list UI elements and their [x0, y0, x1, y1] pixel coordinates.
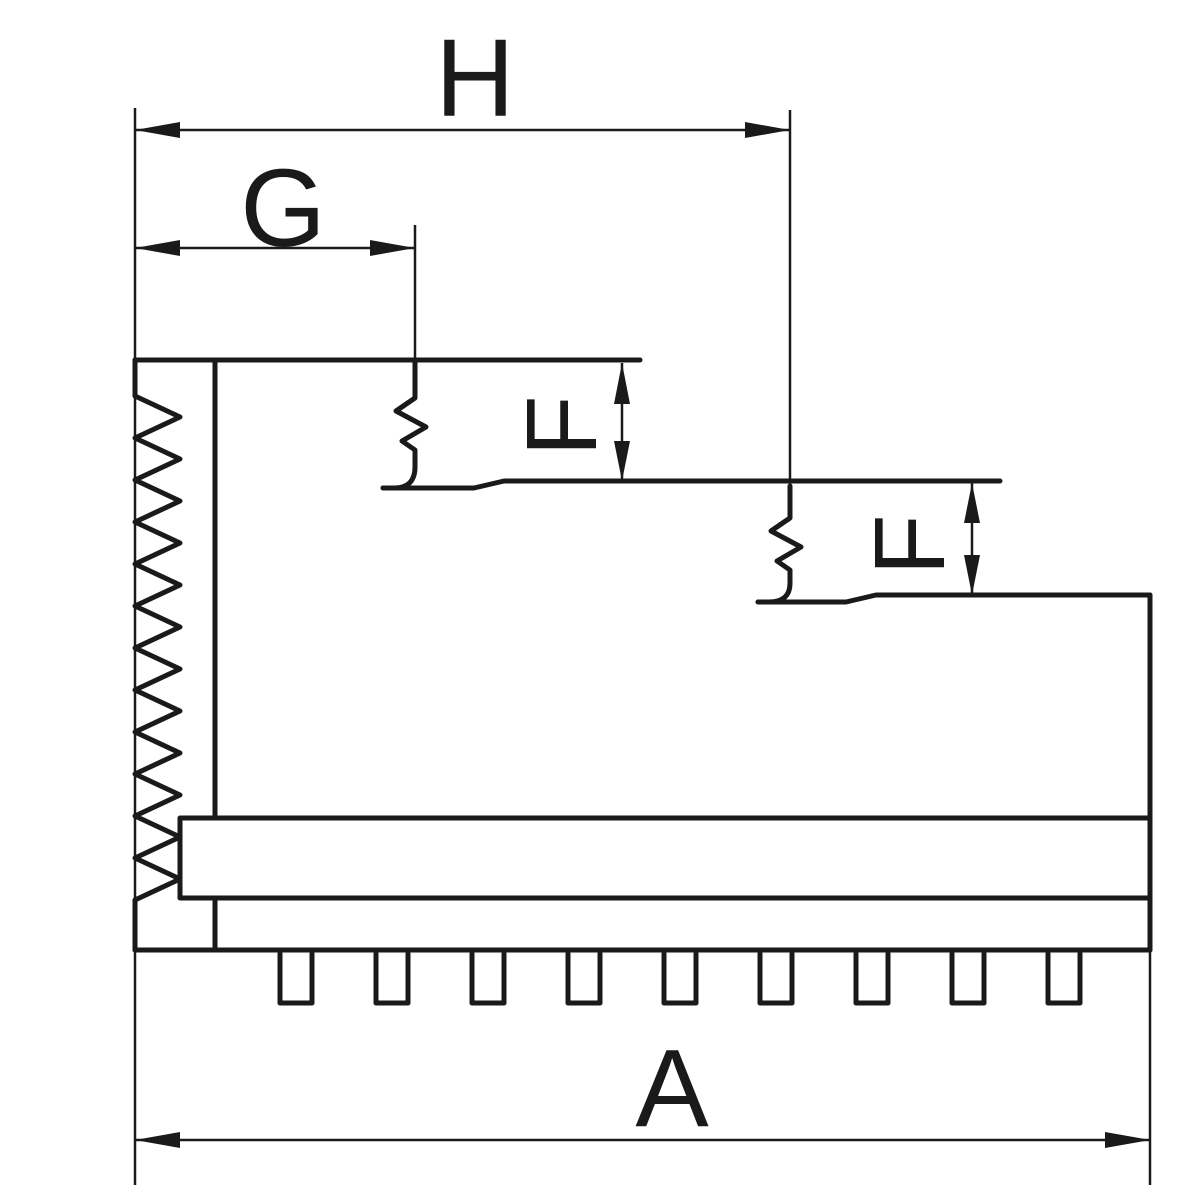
- dim-label-f-upper: F: [506, 395, 618, 456]
- arrowhead-f-lower-top: [964, 483, 980, 523]
- arrowhead-a-right: [1105, 1132, 1150, 1148]
- dimension-labels: H G F F A: [240, 17, 966, 1150]
- arrowhead-h-left: [135, 122, 180, 138]
- bottom-tooth: [1045, 947, 1083, 1006]
- dim-label-g: G: [240, 147, 326, 270]
- step1-surface-line: [380, 478, 1003, 491]
- arrowhead-a-left: [135, 1132, 180, 1148]
- bottom-tooth: [373, 947, 411, 1006]
- arrowhead-f-upper-top: [614, 363, 630, 404]
- bottom-tooth: [565, 947, 603, 1006]
- bottom-tooth: [469, 947, 507, 1006]
- bottom-tooth: [853, 947, 891, 1006]
- dim-label-f-lower: F: [854, 514, 966, 575]
- part-outline: [132, 357, 1153, 1006]
- step2-face: [755, 483, 804, 605]
- dim-label-a: A: [635, 1027, 709, 1150]
- arrowhead-f-upper-bottom: [614, 441, 630, 481]
- serration-left-face: [132, 357, 183, 953]
- bottom-tooth: [949, 947, 987, 1006]
- bottom-tooth: [661, 947, 699, 1006]
- arrowhead-f-lower-bottom: [964, 555, 980, 595]
- bottom-tooth: [277, 947, 315, 1006]
- arrowhead-g-right: [370, 240, 415, 256]
- arrowhead-h-right: [745, 122, 790, 138]
- bottom-tooth: [757, 947, 795, 1006]
- arrowheads: [135, 122, 1150, 1148]
- dim-label-h: H: [435, 17, 514, 140]
- step2-surface-line: [755, 592, 1153, 605]
- step1-face: [380, 357, 429, 491]
- arrowhead-g-left: [135, 240, 180, 256]
- mounting-slot: [177, 815, 1153, 901]
